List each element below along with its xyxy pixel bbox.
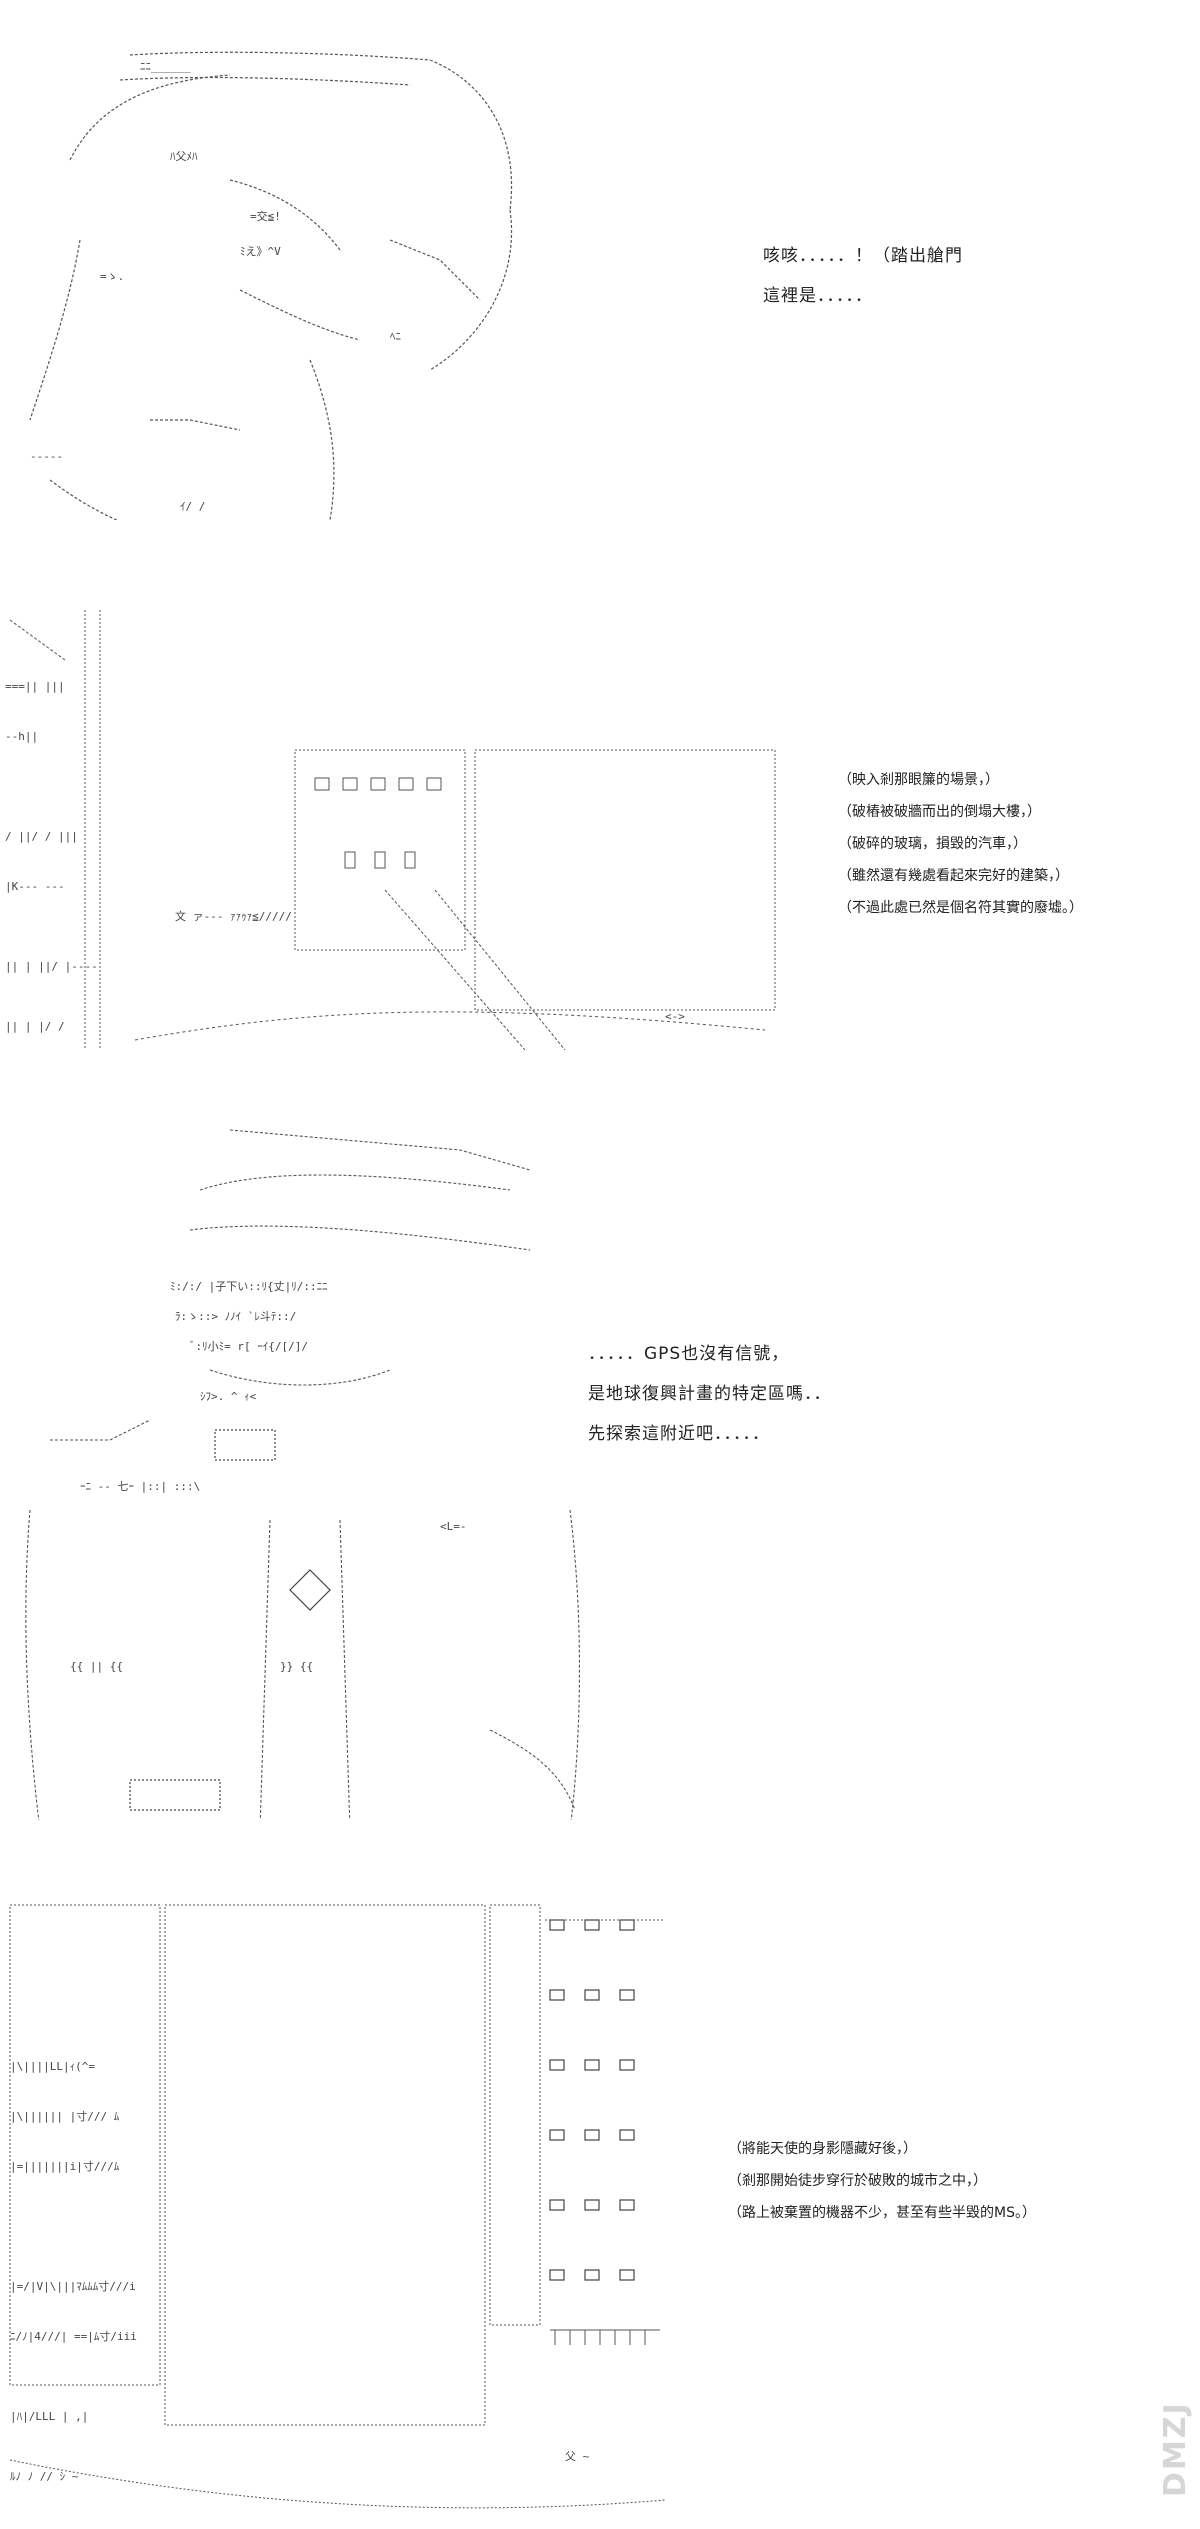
svg-text:|| | |/ /: || | |/ /: [5, 1020, 65, 1033]
caption-line: （不過此處已然是個名符其實的廢墟。）: [838, 900, 1083, 916]
svg-text:ﾆ/ﾉ|4///| ==|ﾑ寸/iii: ﾆ/ﾉ|4///| ==|ﾑ寸/iii: [10, 2329, 137, 2343]
svg-text:文 ァ--- ｧｧｩｧ≦/////: 文 ァ--- ｧｧｩｧ≦/////: [175, 909, 292, 923]
svg-text:|K--- ---: |K--- ---: [5, 880, 65, 893]
panel-4: |\||||LL|ｨ(^= |\|||||| |寸/// ﾑ |=|||||||…: [0, 1860, 1200, 2529]
panel-3-art-strokes: ﾐ:/:/ |子下い::ﾘ{丈|ﾘ/::ﾆﾆ ﾗ:ゝ::> ﾉﾉｲ `ﾚ斗ﾃ::…: [25, 1129, 581, 1820]
svg-text:ﾍﾆ: ﾍﾆ: [390, 330, 401, 343]
svg-text:ﾗ:ゝ::> ﾉﾉｲ `ﾚ斗ﾃ::/: ﾗ:ゝ::> ﾉﾉｲ `ﾚ斗ﾃ::/: [175, 1310, 296, 1323]
svg-text:/ ||/ / |||: / ||/ / |||: [5, 830, 78, 843]
panel-2-ascii-art: ===|| ||| --h|| / ||/ / ||| |K--- --- 文 …: [5, 560, 785, 1050]
svg-text:|\||||LL|ｨ(^=: |\||||LL|ｨ(^=: [10, 2060, 95, 2073]
caption-line: （破樁被破牆而出的倒塌大樓，）: [838, 804, 1041, 820]
svg-text:ﾊ父ﾒﾊ: ﾊ父ﾒﾊ: [170, 150, 198, 163]
panel-1-caption: 咳咳．．．．．！（踏出艙門 這裡是．．．．．: [763, 236, 963, 316]
panel-1: ﾆﾆ______ ﾊ父ﾒﾊ =交≦! ﾐえ》^V =ゝ. ﾍﾆ ｲ/ / ---…: [0, 0, 1200, 540]
svg-text:|| | ||/ |----: || | ||/ |----: [5, 960, 98, 973]
svg-text:=ゝ.: =ゝ.: [100, 270, 124, 283]
svg-text:ｰﾆ -- 七ｰ |::| :::\: ｰﾆ -- 七ｰ |::| :::\: [80, 1480, 200, 1493]
panel-1-ascii-art: ﾆﾆ______ ﾊ父ﾒﾊ =交≦! ﾐえ》^V =ゝ. ﾍﾆ ｲ/ / ---…: [10, 10, 530, 520]
svg-text:ﾐえ》^V: ﾐえ》^V: [240, 245, 281, 258]
svg-text:|=|||||||i|寸///ﾑ: |=|||||||i|寸///ﾑ: [10, 2159, 120, 2173]
panel-4-caption: （將能天使的身影隱藏好後，） （剎那開始徒步穿行於破敗的城市之中，） （路上被棄…: [728, 2133, 1036, 2229]
panel-3: ﾐ:/:/ |子下い::ﾘ{丈|ﾘ/::ﾆﾆ ﾗ:ゝ::> ﾉﾉｲ `ﾚ斗ﾃ::…: [0, 1070, 1200, 1830]
caption-line: ．．．．．GPS也沒有信號，: [588, 1344, 790, 1364]
caption-line: 是地球復興計畫的特定區嗎．．: [588, 1384, 832, 1404]
svg-text:{{ || {{: {{ || {{: [70, 1660, 123, 1673]
svg-text:ｼﾌ>. ^ ｨ<: ｼﾌ>. ^ ｨ<: [200, 1390, 257, 1403]
caption-line: 先探索這附近吧．．．．．: [588, 1424, 770, 1444]
site-watermark: DMZJ: [1158, 2401, 1193, 2497]
svg-text:ｲ/ /: ｲ/ /: [180, 500, 205, 513]
svg-text:=交≦!: =交≦!: [250, 209, 281, 223]
svg-text:|ﾊ|/LLL | ,|: |ﾊ|/LLL | ,|: [10, 2410, 88, 2423]
caption-line: （破碎的玻璃，損毀的汽車，）: [838, 836, 1027, 852]
panel-1-art-strokes: ﾆﾆ______ ﾊ父ﾒﾊ =交≦! ﾐえ》^V =ゝ. ﾍﾆ ｲ/ / ---…: [29, 51, 513, 520]
svg-text:-----: -----: [30, 450, 63, 463]
panel-3-caption: ．．．．．GPS也沒有信號， 是地球復興計畫的特定區嗎．． 先探索這附近吧．．．…: [588, 1334, 832, 1454]
panel-4-ascii-art: |\||||LL|ｨ(^= |\|||||| |寸/// ﾑ |=|||||||…: [5, 1870, 670, 2510]
panel-2-art-strokes: ===|| ||| --h|| / ||/ / ||| |K--- --- 文 …: [5, 610, 776, 1050]
panel-2: ===|| ||| --h|| / ||/ / ||| |K--- --- 文 …: [0, 550, 1200, 1060]
panel-2-caption: （映入剎那眼簾的場景，） （破樁被破牆而出的倒塌大樓，） （破碎的玻璃，損毀的汽…: [838, 764, 1083, 924]
svg-text:父 ~: 父 ~: [565, 2450, 590, 2463]
caption-line: （雖然還有幾處看起來完好的建築，）: [838, 868, 1069, 884]
svg-text:ﾞ:ﾘ小ﾐ= r[ ｰｲ{/[/]/: ﾞ:ﾘ小ﾐ= r[ ｰｲ{/[/]/: [190, 1340, 308, 1353]
caption-line: 這裡是．．．．．: [763, 286, 873, 306]
panel-3-ascii-art: ﾐ:/:/ |子下い::ﾘ{丈|ﾘ/::ﾆﾆ ﾗ:ゝ::> ﾉﾉｲ `ﾚ斗ﾃ::…: [10, 1080, 590, 1820]
svg-text:ﾆﾆ______: ﾆﾆ______: [140, 60, 191, 73]
svg-text:ﾐ:/:/ |子下い::ﾘ{丈|ﾘ/::ﾆﾆ: ﾐ:/:/ |子下い::ﾘ{丈|ﾘ/::ﾆﾆ: [170, 1280, 328, 1293]
svg-text:ﾙﾉ ﾉ // ｼ ~: ﾙﾉ ﾉ // ｼ ~: [10, 2470, 79, 2483]
svg-text:<L=-: <L=-: [440, 1520, 467, 1533]
svg-text:<->: <->: [665, 1010, 685, 1023]
caption-line: （映入剎那眼簾的場景，）: [838, 772, 999, 788]
panel-4-art-strokes: |\||||LL|ｨ(^= |\|||||| |寸/// ﾑ |=|||||||…: [9, 1904, 666, 2509]
svg-text:|\|||||| |寸/// ﾑ: |\|||||| |寸/// ﾑ: [10, 2109, 120, 2123]
svg-text:}} {{: }} {{: [280, 1660, 313, 1673]
caption-line: （剎那開始徒步穿行於破敗的城市之中，）: [728, 2173, 987, 2189]
caption-line: （路上被棄置的機器不少，甚至有些半毀的MS。）: [728, 2205, 1036, 2221]
caption-line: 咳咳．．．．．！（踏出艙門: [763, 246, 963, 266]
svg-text:--h||: --h||: [5, 730, 38, 743]
svg-text:|=/|V|\|||ﾏﾑﾑﾑ寸///i: |=/|V|\|||ﾏﾑﾑﾑ寸///i: [10, 2279, 136, 2293]
caption-line: （將能天使的身影隱藏好後，）: [728, 2141, 917, 2157]
svg-text:===|| |||: ===|| |||: [5, 680, 65, 693]
